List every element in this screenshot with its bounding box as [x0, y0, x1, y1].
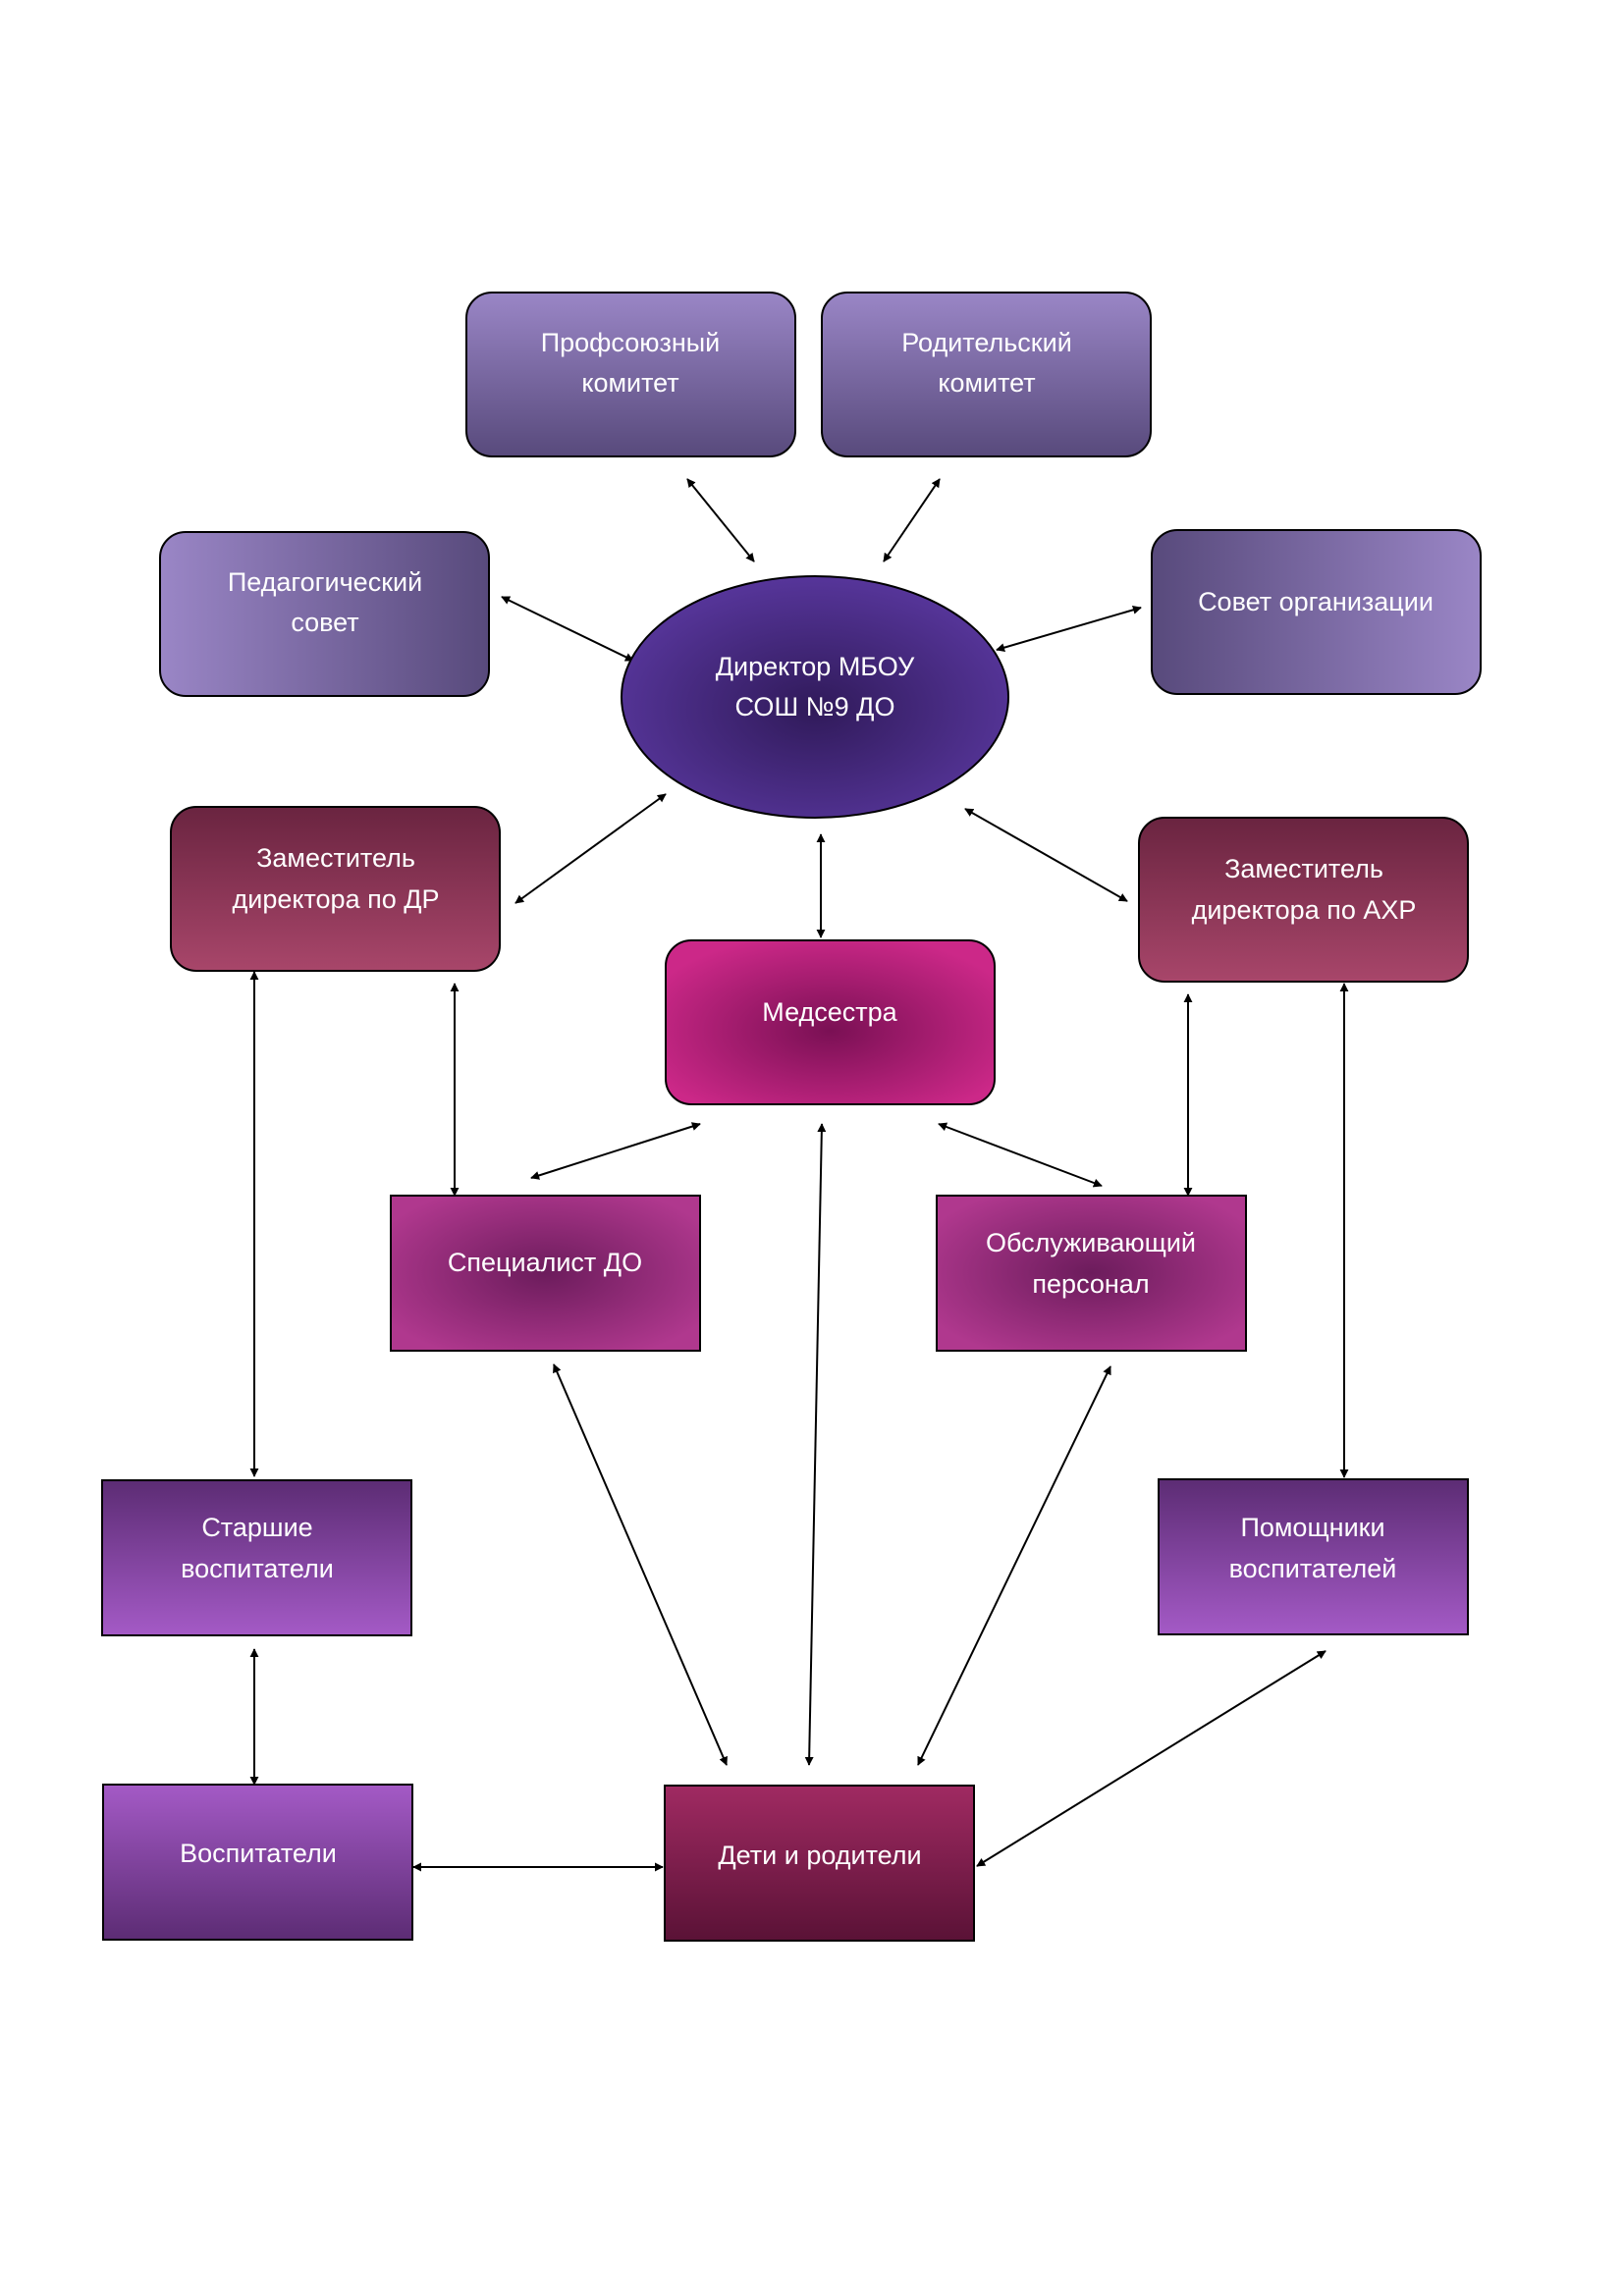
- arrow-nurse-service-staff: [938, 1122, 1103, 1188]
- node-service-staff-line-2: персонал: [1032, 1269, 1149, 1299]
- arrow-sovet-org-director: [996, 605, 1142, 653]
- node-children-parents: Дети и родители: [664, 1785, 975, 1942]
- arrow-assistants-children-parents: [976, 1650, 1326, 1867]
- node-director-line-1: Директор МБОУ: [716, 652, 915, 681]
- arrow-director-deputy-ahr: [964, 808, 1128, 902]
- node-roditelsky-line-2: комитет: [938, 368, 1035, 398]
- node-sovet-org: Совет организации: [1151, 529, 1482, 695]
- node-assistants: Помощники воспитателей: [1158, 1478, 1469, 1635]
- node-deputy-dr-line-1: Заместитель: [256, 843, 415, 873]
- node-director: Директор МБОУ СОШ №9 ДО: [621, 575, 1009, 819]
- node-pedsovet: Педагогический совет: [159, 531, 490, 697]
- node-service-staff: Обслуживающий персонал: [936, 1195, 1247, 1352]
- arrow-director-deputy-dr: [514, 793, 667, 904]
- node-roditelsky: Родительский комитет: [821, 292, 1152, 457]
- node-senior-teachers: Старшие воспитатели: [101, 1479, 412, 1636]
- node-sovet-org-line-1: Совет организации: [1198, 587, 1434, 616]
- node-deputy-ahr-line-1: Заместитель: [1224, 854, 1383, 883]
- node-specialist: Специалист ДО: [390, 1195, 701, 1352]
- node-children-parents-line-1: Дети и родители: [718, 1841, 921, 1870]
- node-profsoyuz: Профсоюзный комитет: [465, 292, 796, 457]
- node-roditelsky-line-1: Родительский: [901, 328, 1072, 357]
- node-director-line-2: СОШ №9 ДО: [735, 692, 895, 721]
- node-profsoyuz-line-1: Профсоюзный: [541, 328, 721, 357]
- node-service-staff-line-1: Обслуживающий: [986, 1228, 1196, 1257]
- arrow-profsoyuz-director: [686, 478, 755, 562]
- node-assistants-line-1: Помощники: [1240, 1513, 1384, 1542]
- node-pedsovet-line-1: Педагогический: [228, 567, 422, 597]
- node-profsoyuz-line-2: комитет: [581, 368, 678, 398]
- arrow-roditelsky-director: [883, 478, 941, 562]
- arrow-nurse-children-parents: [804, 1123, 827, 1766]
- arrow-pedsovet-director: [501, 596, 634, 662]
- node-deputy-ahr-line-2: директора по АХР: [1192, 895, 1417, 925]
- arrow-nurse-specialist: [530, 1122, 701, 1180]
- node-deputy-dr: Заместитель директора по ДР: [170, 806, 501, 972]
- node-deputy-ahr: Заместитель директора по АХР: [1138, 817, 1469, 983]
- node-assistants-line-2: воспитателей: [1229, 1554, 1397, 1583]
- node-nurse-line-1: Медсестра: [762, 997, 897, 1027]
- arrow-service-staff-children-parents: [917, 1365, 1111, 1766]
- node-specialist-line-1: Специалист ДО: [448, 1248, 642, 1277]
- node-deputy-dr-line-2: директора по ДР: [232, 884, 439, 914]
- node-pedsovet-line-2: совет: [291, 608, 358, 637]
- connectors: [249, 478, 1349, 1872]
- node-nurse: Медсестра: [665, 939, 996, 1105]
- node-teachers-line-1: Воспитатели: [180, 1839, 337, 1868]
- node-senior-teachers-line-1: Старшие: [201, 1513, 312, 1542]
- node-teachers: Воспитатели: [102, 1784, 413, 1941]
- node-senior-teachers-line-2: воспитатели: [181, 1554, 334, 1583]
- arrow-specialist-children-parents: [553, 1363, 728, 1766]
